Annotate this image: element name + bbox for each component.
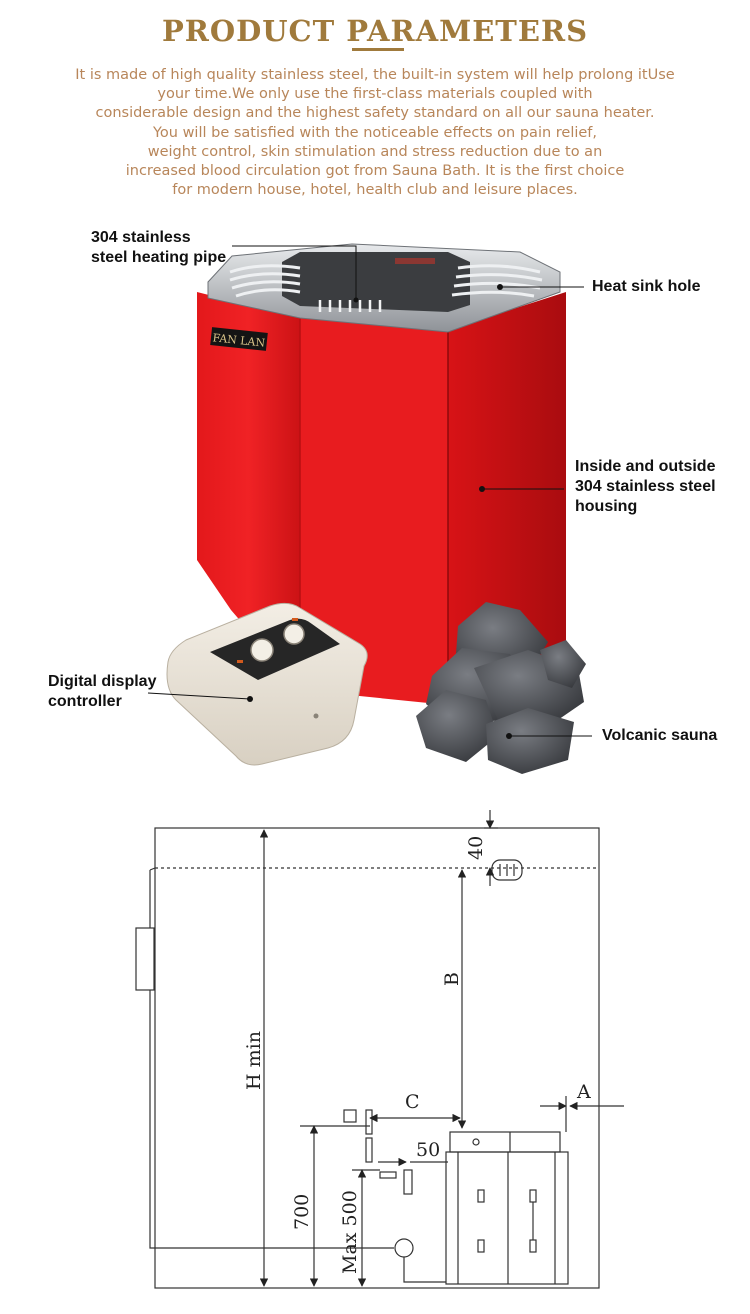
sensor-icon <box>343 1109 357 1123</box>
dim-label-top-gap: 40 <box>465 836 487 860</box>
intro-line: for modern house, hotel, health club and… <box>172 182 578 199</box>
timer-knob <box>250 638 274 662</box>
heater-right-panel <box>448 292 566 705</box>
volcanic-stones <box>416 602 586 774</box>
dim-label-a: A <box>576 1081 591 1103</box>
callout-text: Heat sink hole <box>592 278 701 295</box>
callout-text: 304 stainless steel <box>575 478 716 495</box>
callout-text: housing <box>575 498 638 515</box>
callout-controller: Digital display controller <box>48 672 156 712</box>
callout-heating-pipe: 304 stainless steel heating pipe <box>91 228 226 268</box>
dim-label-h-min: H min <box>243 1031 265 1090</box>
wall-controller-box <box>135 927 155 991</box>
page-title: PRODUCT PARAMETERS <box>161 14 589 48</box>
heating-pipe-grille <box>229 264 301 298</box>
product-illustration: FAN LAN <box>147 243 592 774</box>
callout-housing: Inside and outside 304 stainless steel h… <box>575 457 716 517</box>
intro-line: You will be satisfied with the noticeabl… <box>152 124 598 141</box>
dim-label-max-500: Max 500 <box>339 1190 361 1274</box>
dim-label-b: B <box>441 972 463 986</box>
brand-plate <box>210 327 268 351</box>
intro-line: your time.We only use the first-class ma… <box>157 86 593 103</box>
dim-label-offset: 50 <box>416 1139 440 1161</box>
room-outline <box>154 827 600 1289</box>
intro-line: increased blood circulation got from Sau… <box>125 163 625 180</box>
callout-text: Volcanic sauna <box>602 727 718 744</box>
callout-text: Digital display <box>48 673 157 690</box>
intro-line: It is made of high quality stainless ste… <box>75 67 675 83</box>
callout-lines <box>147 245 592 737</box>
brand-label: FAN LAN <box>212 331 266 349</box>
stone-cavity <box>282 252 470 312</box>
cable-route <box>149 870 394 1249</box>
junction-box-icon <box>394 1238 414 1258</box>
controller-panel <box>210 618 340 680</box>
heater-left-panel <box>197 292 300 690</box>
heater-top-view <box>449 1131 561 1153</box>
callout-text: Inside and outside <box>575 458 716 475</box>
callout-stones: Volcanic sauna <box>602 726 717 746</box>
heater-front-panel <box>300 318 448 705</box>
callout-text: controller <box>48 693 122 710</box>
callout-dots <box>247 284 512 739</box>
callout-heat-sink: Heat sink hole <box>592 277 700 297</box>
intro-line: weight control, skin stimulation and str… <box>147 143 603 160</box>
intro-paragraph: It is made of high quality stainless ste… <box>40 66 710 200</box>
temperature-knob <box>283 623 305 645</box>
vent-icon <box>491 859 523 881</box>
intro-line: considerable design and the highest safe… <box>95 105 655 122</box>
dim-label-700: 700 <box>291 1194 313 1230</box>
front-grille <box>318 300 382 312</box>
callout-text: steel heating pipe <box>91 249 227 266</box>
sauna-heater: FAN LAN <box>197 243 566 705</box>
title-underline <box>352 48 404 51</box>
callout-text: 304 stainless <box>91 229 191 246</box>
dim-label-c: C <box>405 1091 420 1113</box>
heater-side-view <box>445 1151 569 1285</box>
digital-display-controller <box>166 602 368 766</box>
